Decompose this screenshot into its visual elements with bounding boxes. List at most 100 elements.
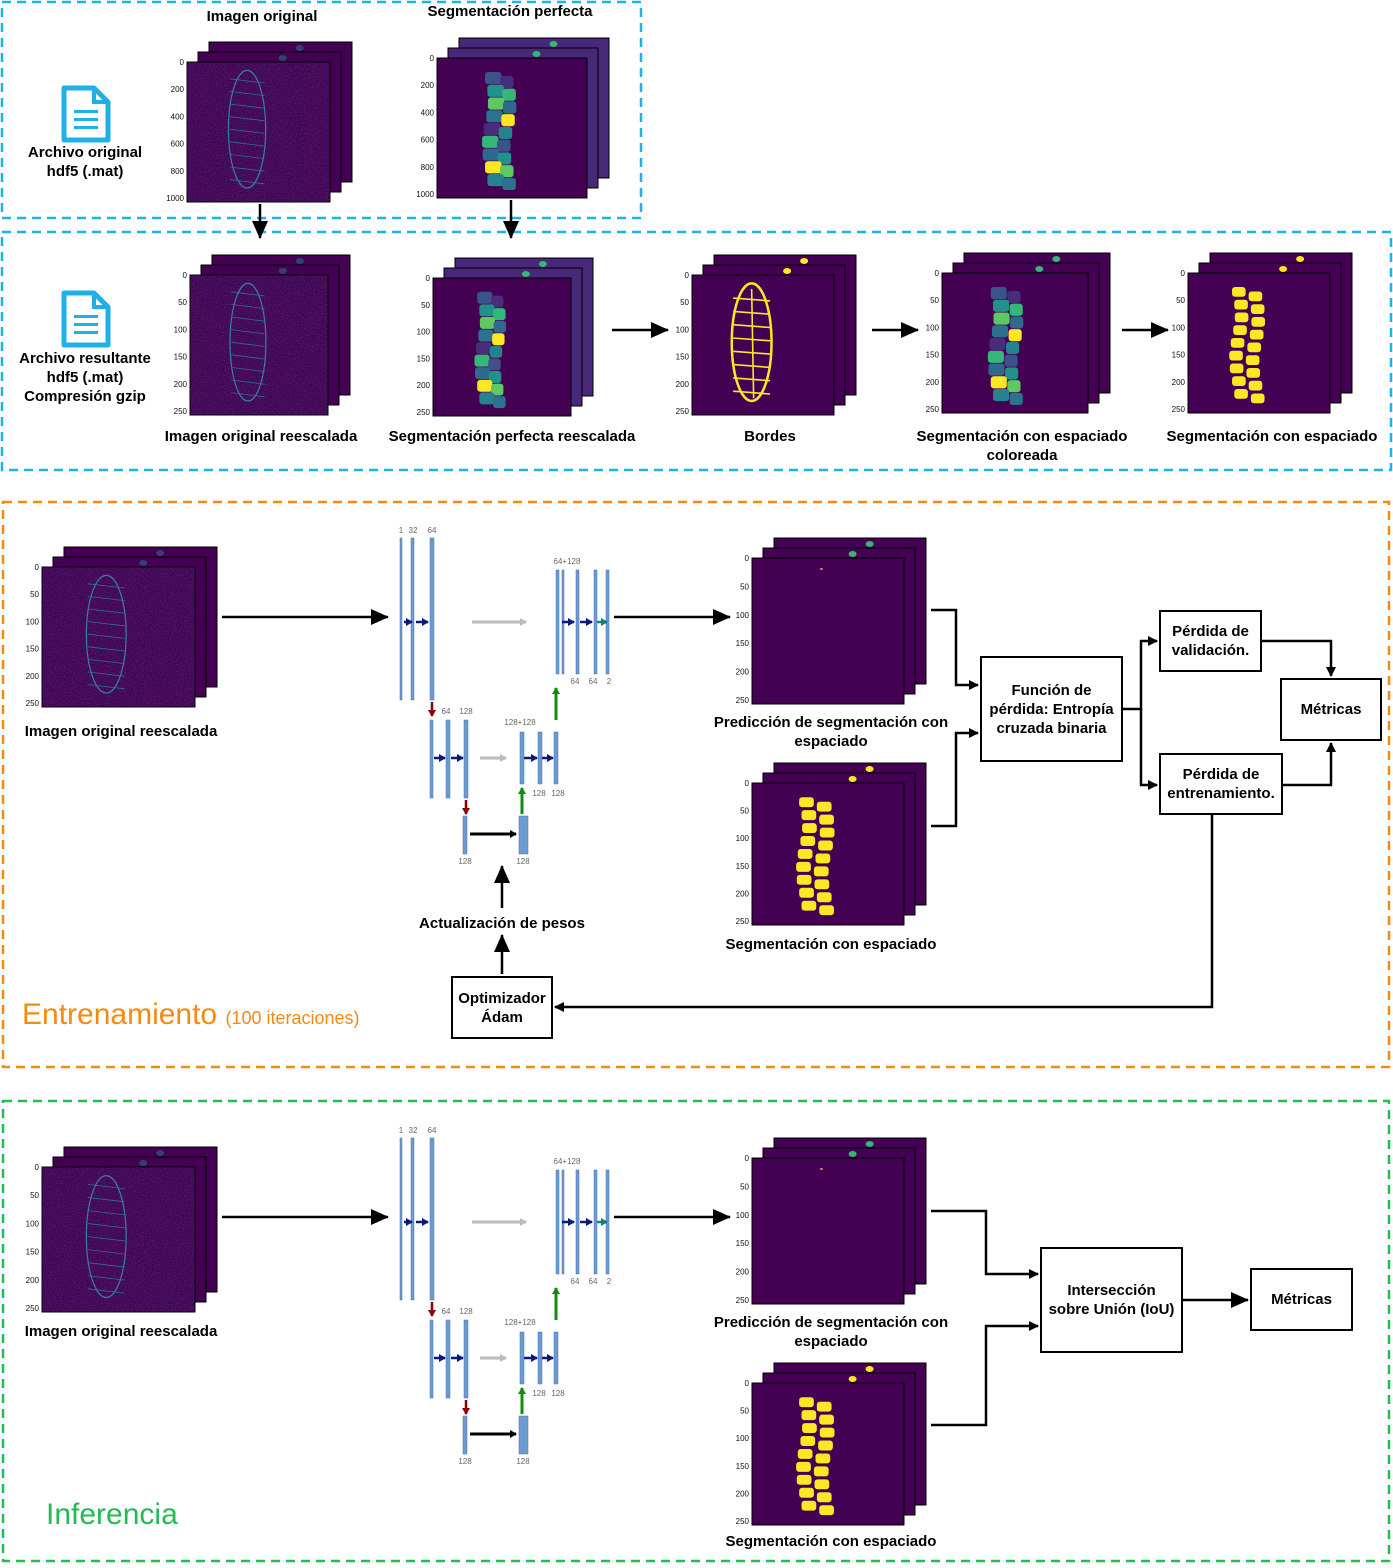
- axis-tick-label: 600: [171, 140, 185, 149]
- axis-tick-label: 0: [183, 271, 188, 280]
- segmented-cell: [488, 371, 502, 383]
- axis-tick-label: 200: [736, 1268, 750, 1277]
- cell-membrane: [87, 583, 125, 589]
- binary-cell: [1232, 287, 1246, 297]
- peek-shape: [848, 776, 857, 782]
- segmented-cell: [485, 72, 502, 85]
- unet-block: [429, 1319, 434, 1399]
- segmented-cell: [990, 287, 1007, 300]
- peek-shape: [295, 45, 304, 51]
- binary-cell: [814, 1479, 830, 1490]
- segmented-cell: [1010, 316, 1024, 329]
- label-segmentacion-perfecta: Segmentación perfecta: [427, 3, 593, 20]
- frame-preprocessing: [0, 230, 1393, 472]
- cell-membrane: [87, 596, 125, 601]
- axis-tick-label: 200: [417, 381, 431, 390]
- axis-tick-label: 0: [935, 269, 940, 278]
- section-title-entrenamiento: Entrenamiento (100 iteraciones): [22, 998, 360, 1032]
- cell-membrane: [231, 354, 265, 360]
- peek-shape: [521, 271, 530, 277]
- cell-membrane: [231, 329, 265, 335]
- unet-top-right-label: 64: [589, 677, 598, 686]
- segmented-cell: [491, 383, 504, 396]
- axis-tick-label: 250: [26, 699, 40, 708]
- segmented-cell: [493, 396, 506, 409]
- unet-mid-left-label: 128: [459, 1307, 473, 1316]
- image-layer: [41, 566, 196, 708]
- pred-dot: [820, 1168, 823, 1170]
- segmented-cell: [500, 165, 514, 178]
- iou-line2: sobre Unión (IoU): [1048, 1301, 1175, 1318]
- unet-block: [593, 569, 598, 675]
- cell-membrane: [229, 78, 265, 84]
- axis-tick-label: 50: [930, 296, 939, 305]
- peek-shape: [848, 551, 857, 557]
- cell-membrane: [229, 128, 265, 134]
- binary-cell: [814, 879, 830, 890]
- segmented-cell: [485, 161, 502, 174]
- axis-tick-label: 150: [1172, 351, 1186, 360]
- cell-membrane: [229, 116, 265, 122]
- file-original-line1: Archivo original: [27, 144, 143, 161]
- unet-top-left-label: 64: [428, 526, 437, 535]
- binary-cell: [816, 801, 832, 812]
- image-layer: [189, 274, 329, 416]
- unet-block: [519, 731, 525, 785]
- file-icon-line: [74, 110, 98, 113]
- axis-tick-label: 250: [736, 1296, 750, 1305]
- metrics-inference-text: Métricas: [1271, 1291, 1332, 1308]
- unet-block: [555, 569, 560, 675]
- train-target-label: Segmentación con espaciado: [725, 936, 937, 953]
- axis-tick-label: 100: [174, 325, 188, 334]
- unet-mid-left-label: 64: [442, 1307, 451, 1316]
- unet-block: [429, 537, 435, 701]
- cell-membrane: [231, 316, 265, 322]
- axis-tick-label: 250: [926, 405, 940, 414]
- segmented-cell: [487, 97, 505, 110]
- segmented-cell: [502, 101, 517, 114]
- inf-pred-label-2: espaciado: [794, 1333, 868, 1350]
- segmented-cell: [1007, 380, 1021, 393]
- embryo-outline: [227, 69, 267, 189]
- arrow-target-to-iou: [931, 1321, 1039, 1427]
- axis-tick-label: 200: [26, 672, 40, 681]
- binary-cell: [815, 853, 831, 864]
- binary-cell: [801, 1410, 817, 1421]
- unet-mid-left-label: 128: [459, 707, 473, 716]
- binary-cell: [818, 1440, 833, 1451]
- file-result-line1: Archivo resultante: [19, 350, 151, 367]
- binary-cell: [816, 1492, 832, 1503]
- edge-line: [733, 390, 771, 395]
- axis-tick-label: 100: [736, 1211, 750, 1220]
- peek-shape: [1035, 266, 1044, 272]
- axis-tick-label: 200: [676, 380, 690, 389]
- segmented-cell: [993, 299, 1010, 312]
- axis-tick-label: 50: [680, 298, 689, 307]
- peek-shape: [848, 1151, 857, 1157]
- unet-top-right-header: 64+128: [554, 1157, 581, 1166]
- unet-top-left-label: 1: [399, 526, 404, 535]
- embryo-outline: [85, 574, 127, 694]
- axis-tick-label: 0: [35, 1163, 40, 1172]
- binary-cell: [801, 810, 817, 821]
- label-imagen-original: Imagen original: [206, 8, 318, 25]
- axis-tick-label: 250: [26, 1304, 40, 1313]
- axis-tick-label: 50: [30, 590, 39, 599]
- axis-tick-label: 50: [1176, 296, 1185, 305]
- binary-cell: [1234, 312, 1249, 323]
- file-original-line2: hdf5 (.mat): [46, 163, 124, 180]
- optimizer-line2: Ádam: [481, 1008, 523, 1026]
- axis-tick-label: 800: [421, 163, 435, 172]
- unet-block: [518, 815, 529, 855]
- peek-shape: [156, 550, 165, 556]
- cell-membrane: [229, 179, 265, 185]
- binary-cell: [1250, 393, 1265, 404]
- binary-cell: [800, 1436, 816, 1446]
- segmented-cell: [489, 345, 503, 358]
